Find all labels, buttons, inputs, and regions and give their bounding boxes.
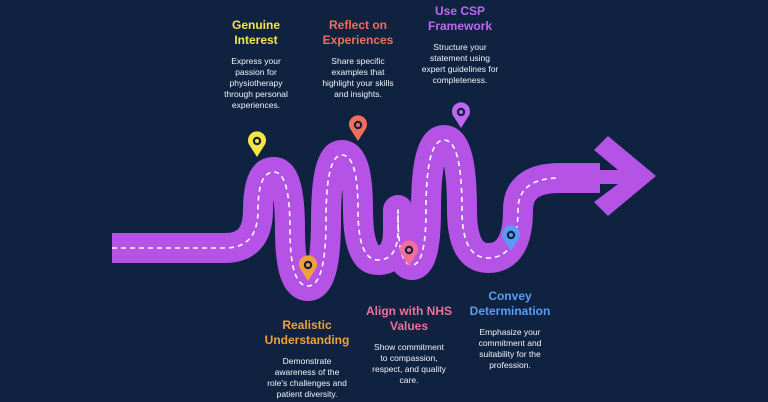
step-title-line: Framework <box>427 19 493 33</box>
step-desc-line: examples that <box>331 67 385 77</box>
step-realistic-understanding: Realistic Understanding Demonstrate awar… <box>248 318 366 400</box>
step-title: Convey Determination <box>454 289 566 319</box>
milestone-pins <box>248 102 520 281</box>
step-desc-line: expert guidelines for <box>421 64 499 74</box>
step-genuine-interest: Genuine Interest Express your passion fo… <box>200 18 312 111</box>
step-desc-line: experiences. <box>231 100 281 110</box>
step-description: Show commitment to compassion, respect, … <box>350 342 468 386</box>
step-description: Express your passion for physiotherapy t… <box>200 56 312 111</box>
step-desc-line: suitability for the <box>479 349 541 359</box>
step-align-with-nhs-values: Align with NHS Values Show commitment to… <box>350 304 468 386</box>
step-title-line: Determination <box>469 304 551 318</box>
step-desc-line: passion for <box>235 67 277 77</box>
step-desc-line: commitment and <box>478 338 542 348</box>
step-desc-line: Emphasize your <box>479 327 541 337</box>
step-title: Reflect on Experiences <box>302 18 414 48</box>
step-title-line: Experiences <box>322 33 394 47</box>
step-desc-line: Share specific <box>331 56 385 66</box>
step-title: Use CSP Framework <box>404 4 516 34</box>
step-reflect-on-experiences: Reflect on Experiences Share specific ex… <box>302 18 414 100</box>
location-pin-icon <box>349 115 367 141</box>
step-desc-line: Show commitment <box>374 342 444 352</box>
step-title-line: Align with NHS <box>366 304 452 318</box>
step-title: Align with NHS Values <box>350 304 468 334</box>
step-desc-line: care. <box>399 375 419 385</box>
step-desc-line: highlight your skills <box>322 78 394 88</box>
step-desc-line: Express your <box>231 56 281 66</box>
location-pin-icon <box>248 131 267 157</box>
step-desc-line: awareness of the <box>274 367 340 377</box>
step-desc-line: Structure your <box>433 42 487 52</box>
step-title-line: Realistic <box>282 318 332 332</box>
step-desc-line: respect, and quality <box>372 364 446 374</box>
step-title: Genuine Interest <box>200 18 312 48</box>
step-description: Structure your statement using expert gu… <box>404 42 516 86</box>
location-pin-icon <box>502 225 520 251</box>
step-title-line: Genuine <box>231 18 280 32</box>
step-desc-line: role's challenges and <box>267 378 347 388</box>
step-title-line: Interest <box>234 33 278 47</box>
step-description: Emphasize your commitment and suitabilit… <box>454 327 566 371</box>
step-desc-line: through personal <box>224 89 288 99</box>
step-desc-line: to compassion, <box>380 353 438 363</box>
step-desc-line: profession. <box>489 360 531 370</box>
step-title: Realistic Understanding <box>248 318 366 348</box>
step-description: Demonstrate awareness of the role's chal… <box>248 356 366 400</box>
arrow-head-icon <box>560 136 656 216</box>
step-title-line: Values <box>389 319 429 333</box>
step-desc-line: Demonstrate <box>282 356 332 366</box>
step-title-line: Convey <box>488 289 532 303</box>
step-desc-line: statement using <box>429 53 490 63</box>
step-title-line: Use CSP <box>434 4 486 18</box>
location-pin-icon <box>400 240 418 266</box>
step-description: Share specific examples that highlight y… <box>302 56 414 100</box>
step-desc-line: and insights. <box>334 89 382 99</box>
step-title-line: Reflect on <box>328 18 387 32</box>
step-desc-line: physiotherapy <box>229 78 283 88</box>
step-desc-line: completeness. <box>432 75 488 85</box>
step-use-csp-framework: Use CSP Framework Structure your stateme… <box>404 4 516 86</box>
location-pin-icon <box>299 255 317 281</box>
step-desc-line: patient diversity. <box>276 389 338 399</box>
step-title-line: Understanding <box>264 333 350 347</box>
road-path <box>112 125 600 301</box>
location-pin-icon <box>452 102 471 128</box>
step-convey-determination: Convey Determination Emphasize your comm… <box>454 289 566 371</box>
